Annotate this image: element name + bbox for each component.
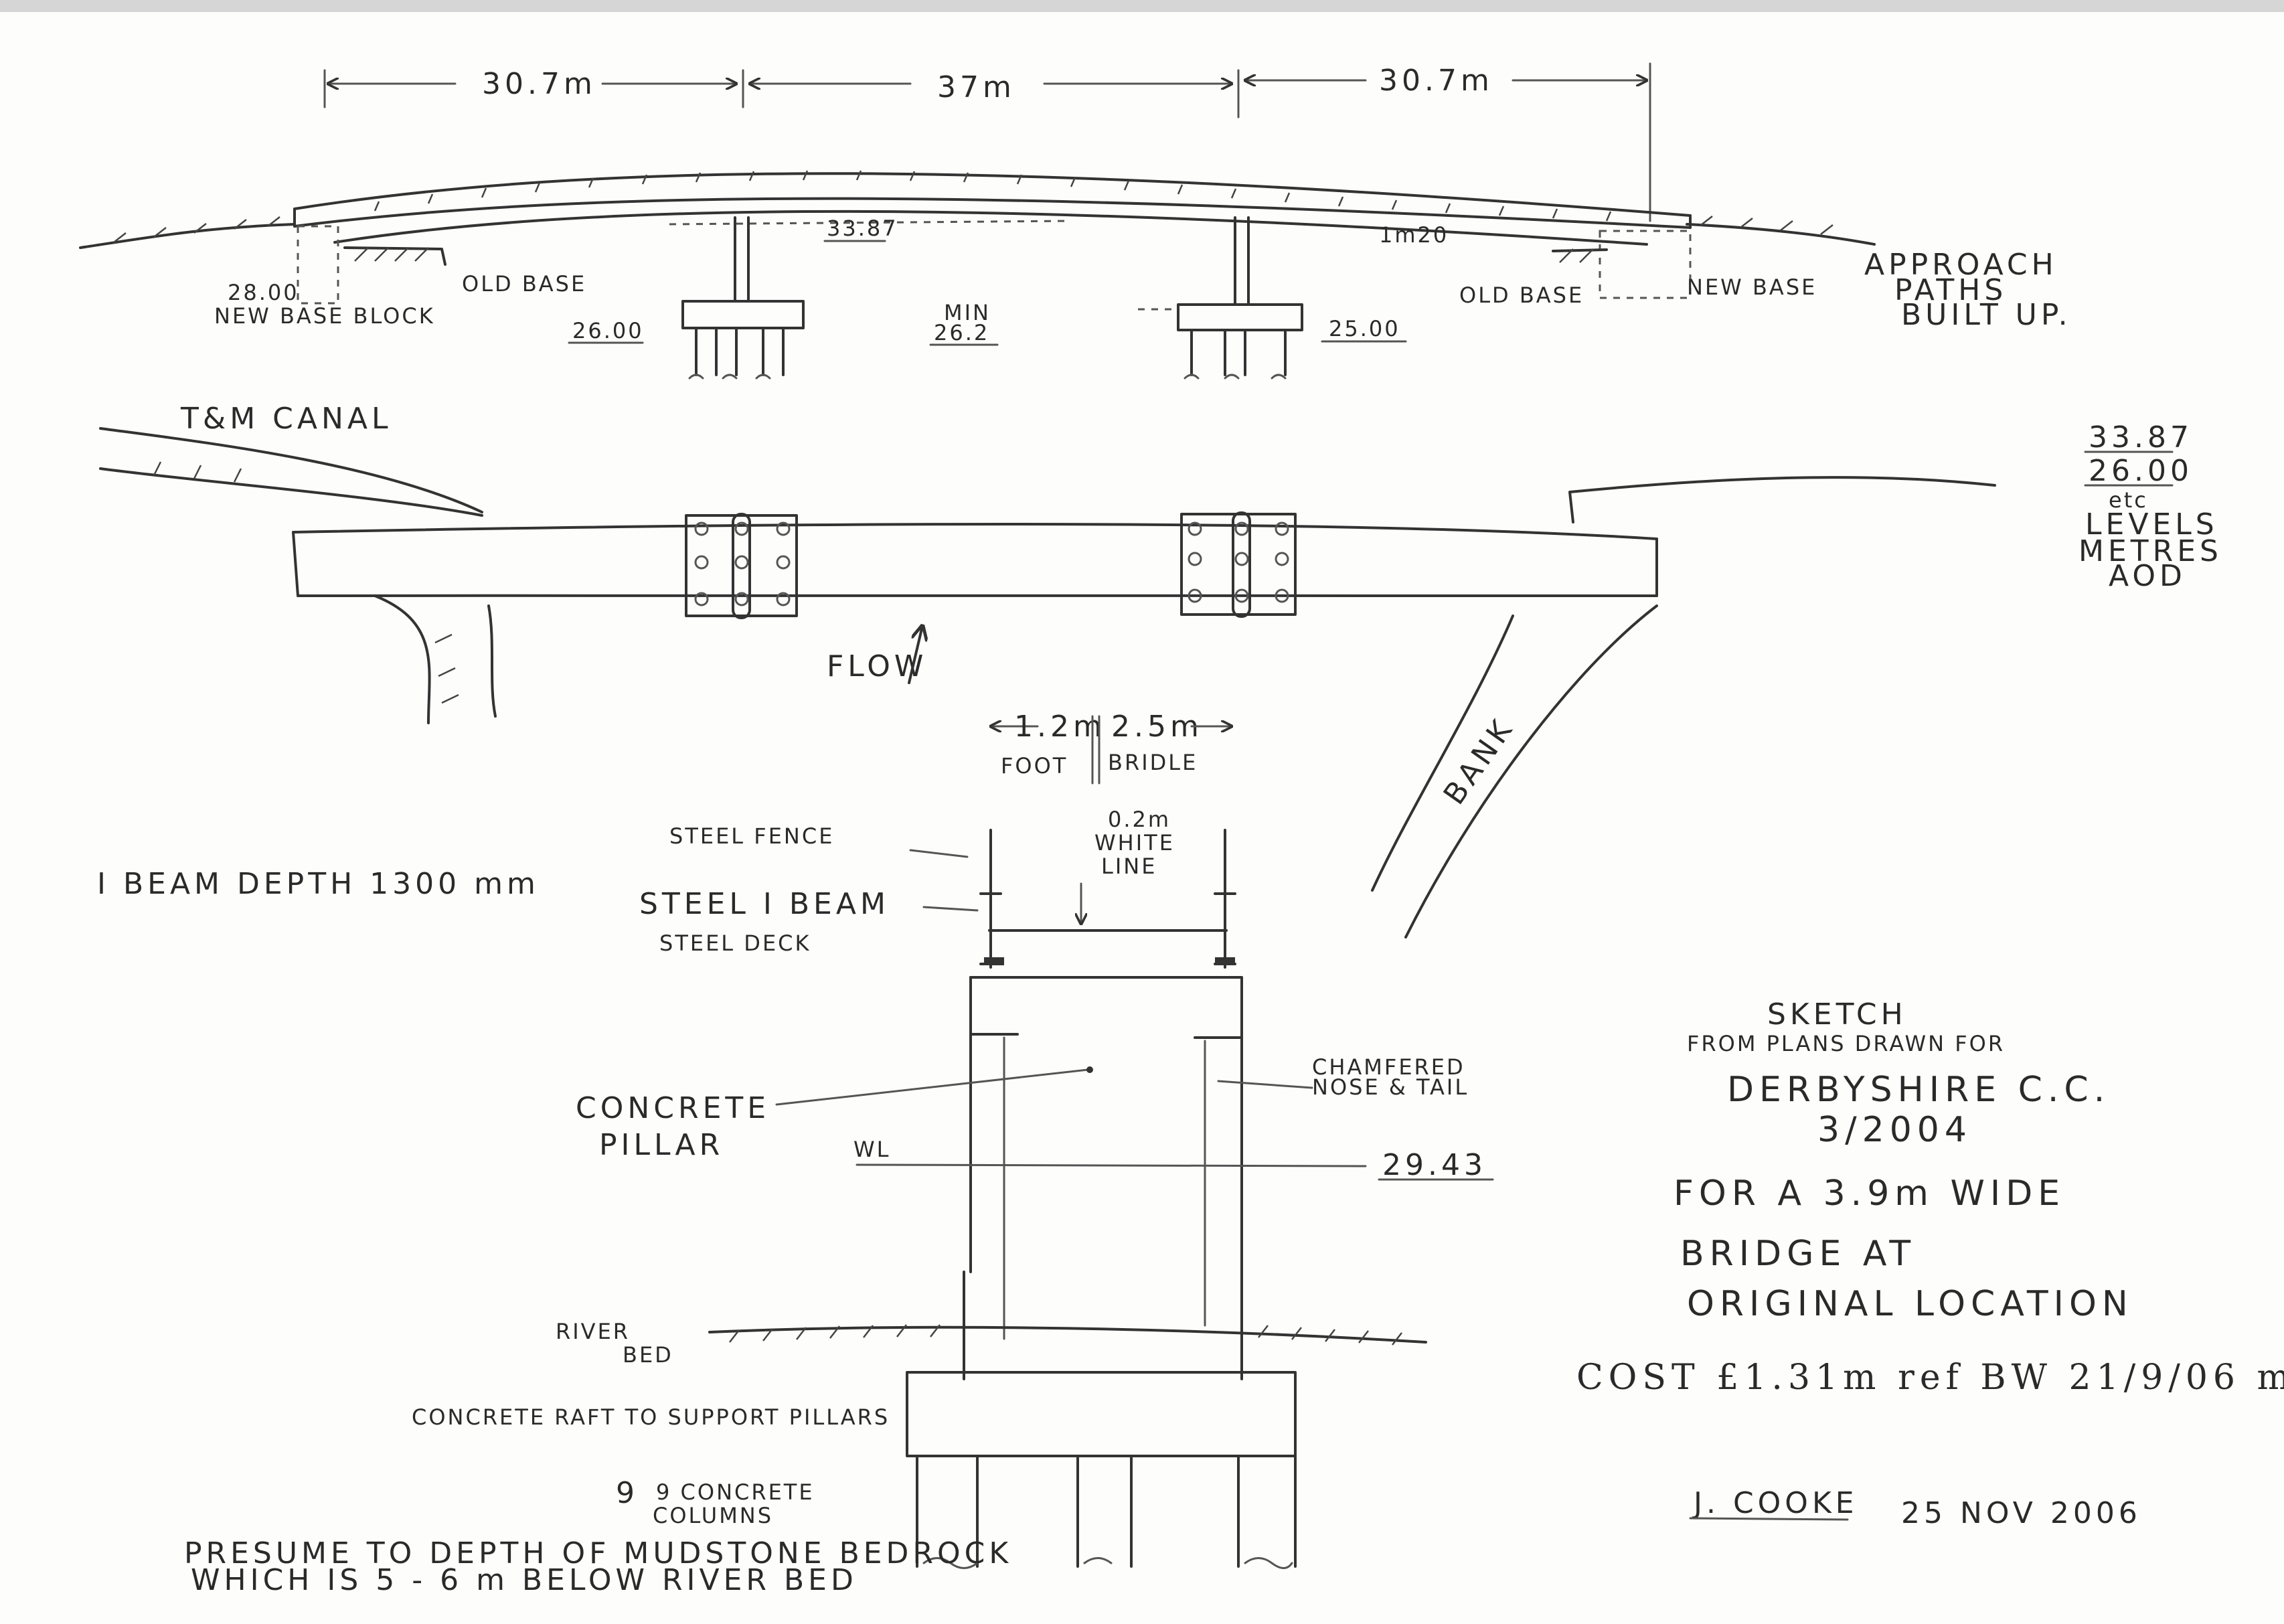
- concrete-pillar-label-1: CONCRETE: [576, 1091, 770, 1125]
- plan-deck-top: [292, 523, 1658, 540]
- white-line-1: 0.2m: [1108, 807, 1171, 832]
- clearance-label: MIN: [944, 300, 991, 325]
- notes-date: 25 NOV 2006: [1901, 1496, 2141, 1530]
- left-bank-inner: [487, 604, 497, 718]
- left-pier: [681, 216, 805, 380]
- notes-date-plans: 3/2004: [1817, 1110, 1972, 1150]
- concrete-pillar-label-2: PILLAR: [599, 1128, 724, 1162]
- plan-deck-bottom: [297, 592, 1658, 597]
- notes-client: DERBYSHIRE C.C.: [1727, 1070, 2110, 1110]
- left-block-level: 28.00: [228, 280, 299, 305]
- deck-note-label: 1m20: [1379, 222, 1449, 248]
- old-base-right-label: OLD BASE: [1459, 282, 1584, 308]
- flow-arrow: [908, 626, 922, 684]
- canal-bank-top: [99, 427, 483, 513]
- right-pier: [1177, 216, 1303, 380]
- river-bed-line: [708, 1325, 1427, 1344]
- raft-label: CONCRETE RAFT TO SUPPORT PILLARS: [412, 1404, 890, 1430]
- canal-bank-lower: [99, 467, 483, 517]
- span-dimensions: [323, 62, 1651, 222]
- legend-line-5: METRES: [2078, 534, 2222, 568]
- bridge-deck: [293, 170, 1692, 246]
- river-bed-label-1: RIVER: [556, 1319, 630, 1344]
- plan-pier-right: [1180, 511, 1297, 618]
- scan-edge: [0, 0, 2284, 12]
- columns-label-2: COLUMNS: [653, 1503, 773, 1528]
- canal-label: T&M CANAL: [180, 402, 392, 436]
- notes-from-plans: FROM PLANS DRAWN FOR: [1687, 1031, 2005, 1056]
- old-base-left-label: OLD BASE: [462, 271, 586, 297]
- chamfered-label-2: NOSE & TAIL: [1312, 1074, 1469, 1100]
- span-centre-label: 37m: [937, 70, 1015, 104]
- flow-label: FLOW: [827, 649, 927, 683]
- plan-view: T&M CANAL: [99, 402, 1996, 939]
- water-line-level: 29.43: [1382, 1148, 1487, 1182]
- deck-level-label: 33.87: [827, 216, 898, 241]
- new-base-right-label: NEW BASE: [1687, 274, 1817, 300]
- chamfered-label-1: CHAMFERED: [1312, 1054, 1465, 1080]
- right-ground-line: [1686, 223, 1876, 246]
- left-ground-line: [79, 223, 296, 249]
- left-block-label: NEW BASE BLOCK: [214, 303, 435, 329]
- ibeam-depth-label: I BEAM DEPTH 1300 mm: [97, 867, 540, 901]
- concrete-columns: [916, 1455, 1297, 1569]
- foot-width-label: 1.2m: [1014, 710, 1106, 744]
- right-bank-outer: [1371, 615, 1514, 892]
- left-bank-outer: [374, 594, 431, 724]
- legend-line-1: 33.87: [2089, 420, 2193, 455]
- notes-bridge-at: BRIDGE AT: [1680, 1234, 1916, 1274]
- water-line: [855, 1163, 1367, 1167]
- white-line-2: WHITE: [1094, 830, 1175, 856]
- span-right-label: 30.7m: [1379, 64, 1493, 98]
- presume-line-2: WHICH IS 5 - 6 m BELOW RIVER BED: [191, 1563, 858, 1597]
- steel-ibeam-label: STEEL I BEAM: [639, 887, 890, 921]
- right-abutment: [1552, 230, 1692, 299]
- legend-line-2: 26.00: [2089, 454, 2193, 488]
- levels-legend: 33.87 26.00 etc LEVELS METRES AOD: [2078, 420, 2222, 593]
- legend-line-4: LEVELS: [2085, 507, 2218, 542]
- concrete-raft: [906, 1371, 1297, 1457]
- notes-cost: COST £1.31m ref BW 21/9/06 meeting: [1576, 1358, 2284, 1398]
- right-bank-top: [1568, 476, 1996, 523]
- water-line-label: WL: [853, 1137, 890, 1162]
- title-notes: SKETCH FROM PLANS DRAWN FOR DERBYSHIRE C…: [1576, 997, 2284, 1530]
- plan-pier-left: [685, 513, 798, 619]
- bank-label: BANK: [1437, 711, 1522, 811]
- notes-sketch: SKETCH: [1767, 997, 1907, 1032]
- pier-left-level: 26.00: [572, 318, 644, 343]
- approach-line-1: APPROACH: [1864, 248, 2058, 282]
- clearance-value: 26.2: [934, 320, 989, 345]
- pier-right-level: 25.00: [1329, 316, 1400, 341]
- white-line-3: LINE: [1101, 854, 1157, 879]
- river-bed-label-2: BED: [623, 1342, 673, 1368]
- bridle-width-label: 2.5m: [1111, 710, 1203, 744]
- left-abutment: [297, 225, 446, 305]
- legend-line-6: AOD: [2109, 559, 2186, 593]
- approach-line-2: PATHS: [1894, 273, 2007, 307]
- approach-line-3: BUILT UP.: [1901, 298, 2072, 332]
- bridle-label: BRIDLE: [1108, 750, 1198, 775]
- right-bank-inner: [1404, 604, 1658, 939]
- foot-label: FOOT: [1001, 753, 1068, 779]
- span-left-label: 30.7m: [482, 67, 596, 101]
- notes-for-a: FOR A 3.9m WIDE: [1674, 1173, 2065, 1214]
- legend-line-3: etc: [2109, 487, 2148, 513]
- steel-fence-label: STEEL FENCE: [669, 823, 834, 849]
- elevation-view: 30.7m 37m 30.7m 33.87 1m20: [79, 62, 2072, 380]
- concrete-pillar: [963, 976, 1243, 1380]
- steel-deck-label: STEEL DECK: [659, 930, 811, 956]
- presume-line-1: PRESUME TO DEPTH OF MUDSTONE BEDROCK: [184, 1536, 1012, 1570]
- notes-location: ORIGINAL LOCATION: [1687, 1284, 2133, 1324]
- columns-number: 9: [616, 1476, 639, 1510]
- notes-author: J. COOKE: [1692, 1486, 1858, 1520]
- columns-label-1: 9 CONCRETE: [656, 1479, 815, 1505]
- cross-section-view: 1.2m FOOT 2.5m BRIDLE 0.2m WHITE LINE ST…: [97, 710, 1494, 1597]
